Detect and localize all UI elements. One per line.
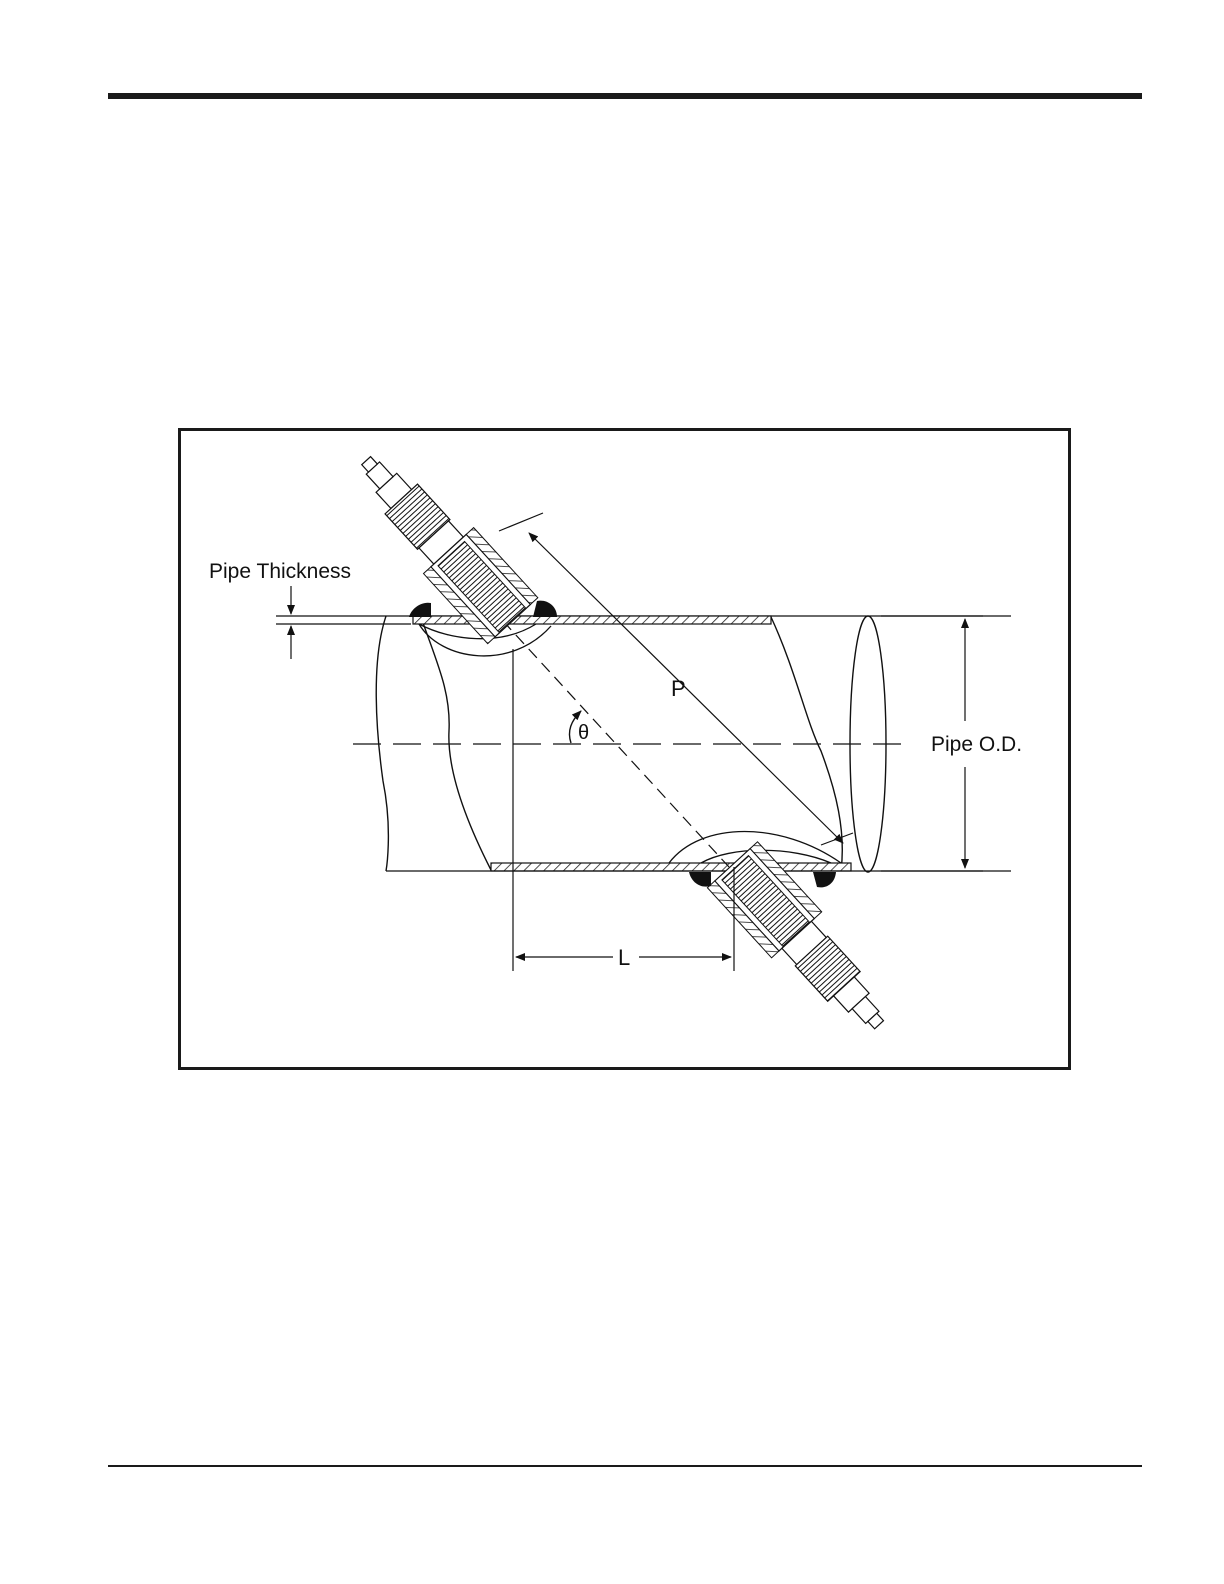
- pipe-thickness-label: Pipe Thickness: [209, 560, 351, 583]
- p-label: P: [671, 676, 686, 701]
- figure-frame: Pipe Thickness P θ Pipe O.D. L: [178, 428, 1071, 1070]
- transducer-top: [341, 438, 538, 644]
- transducer-installation-diagram: Pipe Thickness P θ Pipe O.D. L: [181, 431, 1068, 1067]
- pipe-od-label: Pipe O.D.: [931, 733, 1022, 756]
- weld-bead-top-left: [409, 603, 431, 617]
- footer-rule: [108, 1465, 1142, 1467]
- angle-label: θ: [578, 722, 589, 744]
- transducer-bottom: [707, 842, 904, 1048]
- weld-bead-top-right: [533, 601, 557, 617]
- header-rule: [108, 93, 1142, 99]
- weld-bead-bottom-right: [813, 872, 836, 887]
- weld-bead-bottom-left: [689, 872, 711, 887]
- l-dimension: [513, 649, 734, 971]
- l-label: L: [618, 945, 630, 970]
